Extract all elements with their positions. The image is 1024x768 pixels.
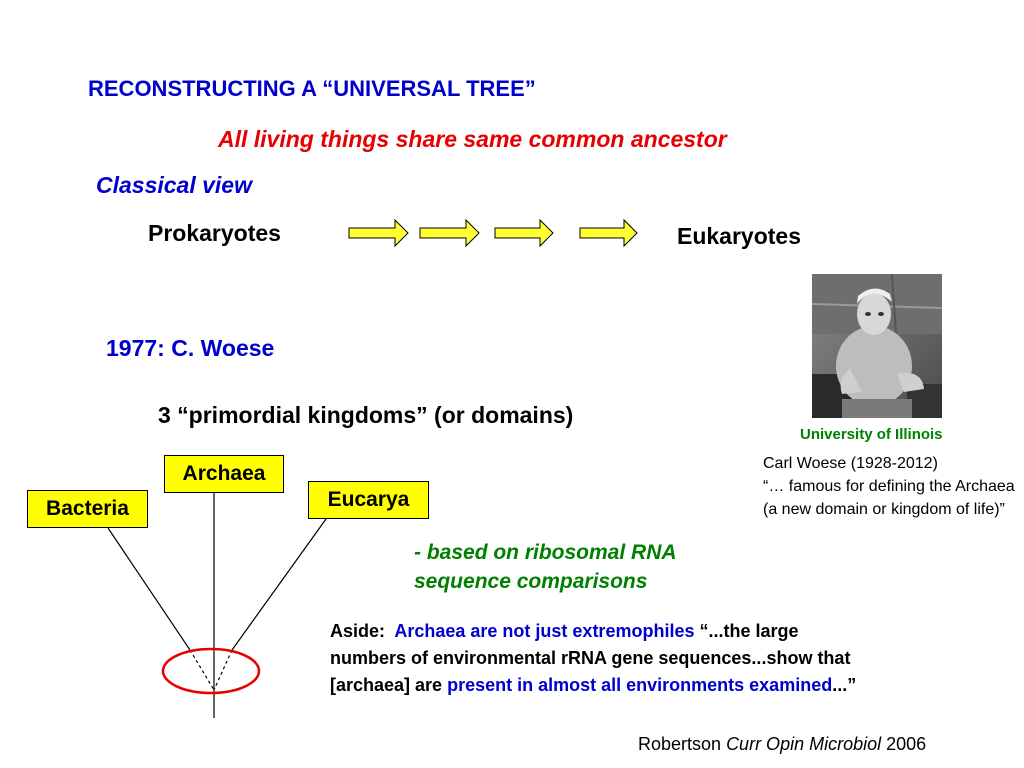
prokaryotes-label: Prokaryotes bbox=[148, 220, 281, 246]
photo-caption-name: Carl Woese (1928-2012) bbox=[763, 455, 938, 472]
photo-caption-quote: “… famous for defining the Archaea (a ne… bbox=[763, 478, 1015, 518]
woese-heading: 1977: C. Woese bbox=[106, 335, 275, 361]
bacteria-dashed-branch bbox=[189, 649, 215, 691]
eucarya-box: Eucarya bbox=[308, 481, 429, 519]
aside-highlight-environments: present in almost all environments exami… bbox=[447, 675, 833, 695]
carl-woese-photo bbox=[812, 274, 942, 418]
slide-subtitle: All living things share same common ance… bbox=[218, 126, 727, 152]
arrow-2 bbox=[419, 218, 480, 248]
citation-author: Robertson bbox=[638, 734, 727, 754]
classical-view-label: Classical view bbox=[96, 172, 252, 198]
slide-title: RECONSTRUCTING A “UNIVERSAL TREE” bbox=[88, 76, 536, 101]
root-circle bbox=[161, 647, 261, 695]
eucarya-dashed-branch bbox=[213, 649, 233, 691]
rrna-note-line1: - based on ribosomal RNA bbox=[414, 541, 677, 564]
aside-label: Aside: bbox=[330, 621, 386, 641]
citation-journal: Curr Opin Microbiol bbox=[726, 734, 882, 754]
aside-paragraph: Aside: Archaea are not just extremophile… bbox=[330, 618, 875, 699]
aside-quote-start: “...the large numbers of environmental r… bbox=[330, 621, 851, 695]
rrna-note: - based on ribosomal RNA sequence compar… bbox=[414, 538, 754, 596]
citation-year: 2006 bbox=[881, 734, 927, 754]
kingdoms-text: 3 “primordial kingdoms” (or domains) bbox=[158, 402, 574, 428]
arrow-1 bbox=[348, 218, 409, 248]
classical-arrows bbox=[348, 218, 638, 248]
affiliation-label: University of Illinois bbox=[800, 426, 943, 443]
rrna-note-line2: sequence comparisons bbox=[414, 570, 648, 593]
bacteria-branch bbox=[107, 527, 191, 651]
eucarya-branch bbox=[231, 518, 327, 651]
arrow-4 bbox=[579, 218, 638, 248]
aside-quote-end: ...” bbox=[832, 675, 857, 695]
bacteria-box: Bacteria bbox=[27, 490, 148, 528]
citation: Robertson Curr Opin Microbiol 2006 bbox=[638, 734, 926, 755]
archaea-box: Archaea bbox=[164, 455, 284, 493]
universal-tree bbox=[107, 493, 327, 718]
eukaryotes-label: Eukaryotes bbox=[677, 223, 802, 249]
photo-caption: Carl Woese (1928-2012) “… famous for def… bbox=[763, 452, 1018, 521]
aside-highlight-extremophiles: Archaea are not just extremophiles bbox=[394, 621, 695, 641]
arrow-3 bbox=[494, 218, 554, 248]
